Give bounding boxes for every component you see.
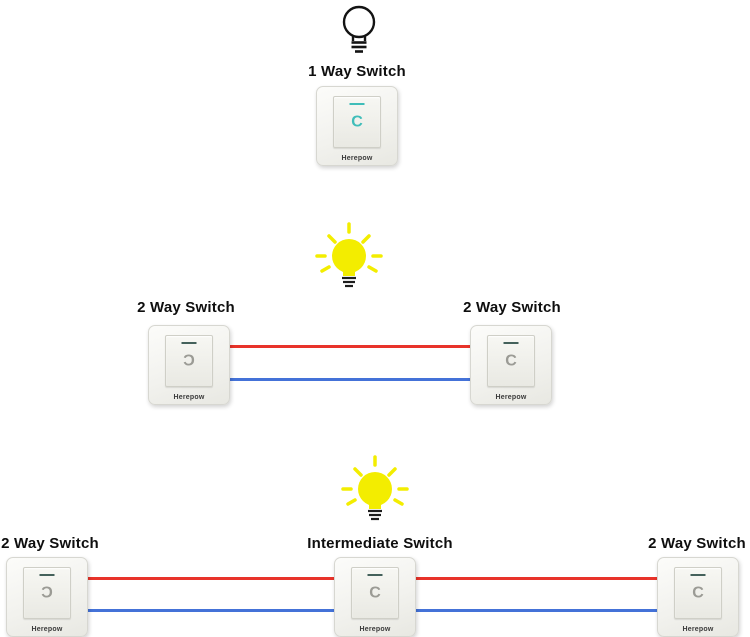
section-label-two-way-right: 2 Way Switch (463, 299, 561, 316)
section-label-one-way: 1 Way Switch (308, 63, 406, 80)
indicator-line (349, 103, 365, 105)
switch-two-way-left: C Herepow (148, 325, 230, 405)
switch-rocker: C (351, 567, 399, 619)
section-label-intermediate-right: 2 Way Switch (648, 535, 746, 552)
power-indicator-icon: C (351, 113, 363, 131)
bulb-on-icon (340, 455, 410, 532)
indicator-line (690, 574, 706, 576)
section-label-intermediate-center: Intermediate Switch (307, 535, 453, 552)
switch-intermediate-right: C Herepow (657, 557, 739, 637)
brand-label: Herepow (495, 394, 527, 401)
switch-two-way-right: C Herepow (470, 325, 552, 405)
section-label-two-way-left: 2 Way Switch (137, 299, 235, 316)
live-wire (190, 345, 520, 348)
brand-label: Herepow (31, 626, 63, 633)
bulb-off-icon (336, 4, 382, 65)
switch-rocker: C (674, 567, 722, 619)
indicator-line (39, 574, 55, 576)
power-indicator-icon: C (369, 584, 381, 602)
switch-intermediate-left: C Herepow (6, 557, 88, 637)
brand-label: Herepow (359, 626, 391, 633)
switch-rocker: C (333, 96, 381, 148)
neutral-wire (190, 378, 520, 381)
power-indicator-icon: C (692, 584, 704, 602)
switch-intermediate-center: C Herepow (334, 557, 416, 637)
brand-label: Herepow (341, 155, 373, 162)
section-label-intermediate-left: 2 Way Switch (1, 535, 99, 552)
brand-label: Herepow (173, 394, 205, 401)
switch-one-way: C Herepow (316, 86, 398, 166)
indicator-line (503, 342, 519, 344)
indicator-line (181, 342, 197, 344)
brand-label: Herepow (682, 626, 714, 633)
power-indicator-icon: C (505, 352, 517, 370)
indicator-line (367, 574, 383, 576)
bulb-on-icon (314, 222, 384, 299)
switch-rocker: C (487, 335, 535, 387)
switch-rocker: C (23, 567, 71, 619)
power-indicator-icon: C (183, 352, 195, 370)
power-indicator-icon: C (41, 584, 53, 602)
switch-rocker: C (165, 335, 213, 387)
